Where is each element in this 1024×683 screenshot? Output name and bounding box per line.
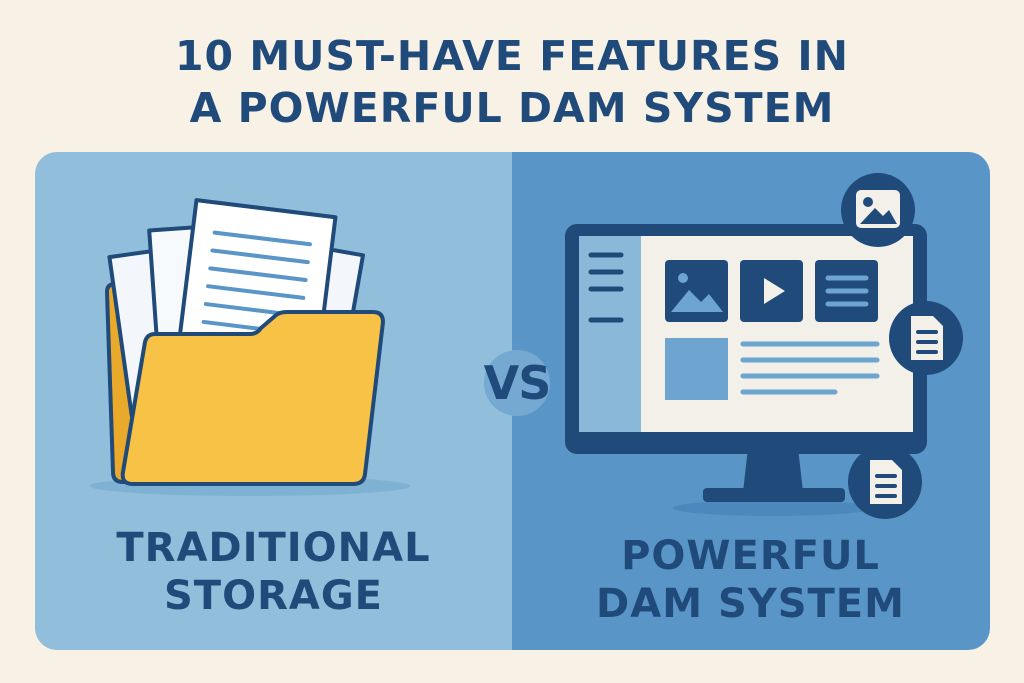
right-label-line-2: DAM SYSTEM xyxy=(596,581,905,627)
illustration-layer xyxy=(90,173,963,519)
page-title: 10 MUST-HAVE FEATURES IN A POWERFUL DAM … xyxy=(0,30,1024,134)
monitor-icon xyxy=(565,224,927,516)
image-icon xyxy=(841,173,915,247)
right-label-line-1: POWERFUL xyxy=(621,533,880,579)
title-line-1: 10 MUST-HAVE FEATURES IN xyxy=(175,32,849,80)
title-line-2: A POWERFUL DAM SYSTEM xyxy=(189,84,835,132)
document-icon xyxy=(848,445,922,519)
folder-with-papers-icon xyxy=(90,198,410,496)
comparison-panel: VS TRADITIONAL STORAGE POWERFUL DAM SYST… xyxy=(35,152,990,650)
vs-badge xyxy=(484,350,550,416)
left-label-line-1: TRADITIONAL xyxy=(116,525,431,571)
dam-system-label: POWERFUL DAM SYSTEM xyxy=(512,532,989,628)
vs-label: VS xyxy=(483,356,552,410)
traditional-storage-label: TRADITIONAL STORAGE xyxy=(35,524,512,620)
document-icon xyxy=(889,301,963,375)
left-label-line-2: STORAGE xyxy=(163,573,383,619)
